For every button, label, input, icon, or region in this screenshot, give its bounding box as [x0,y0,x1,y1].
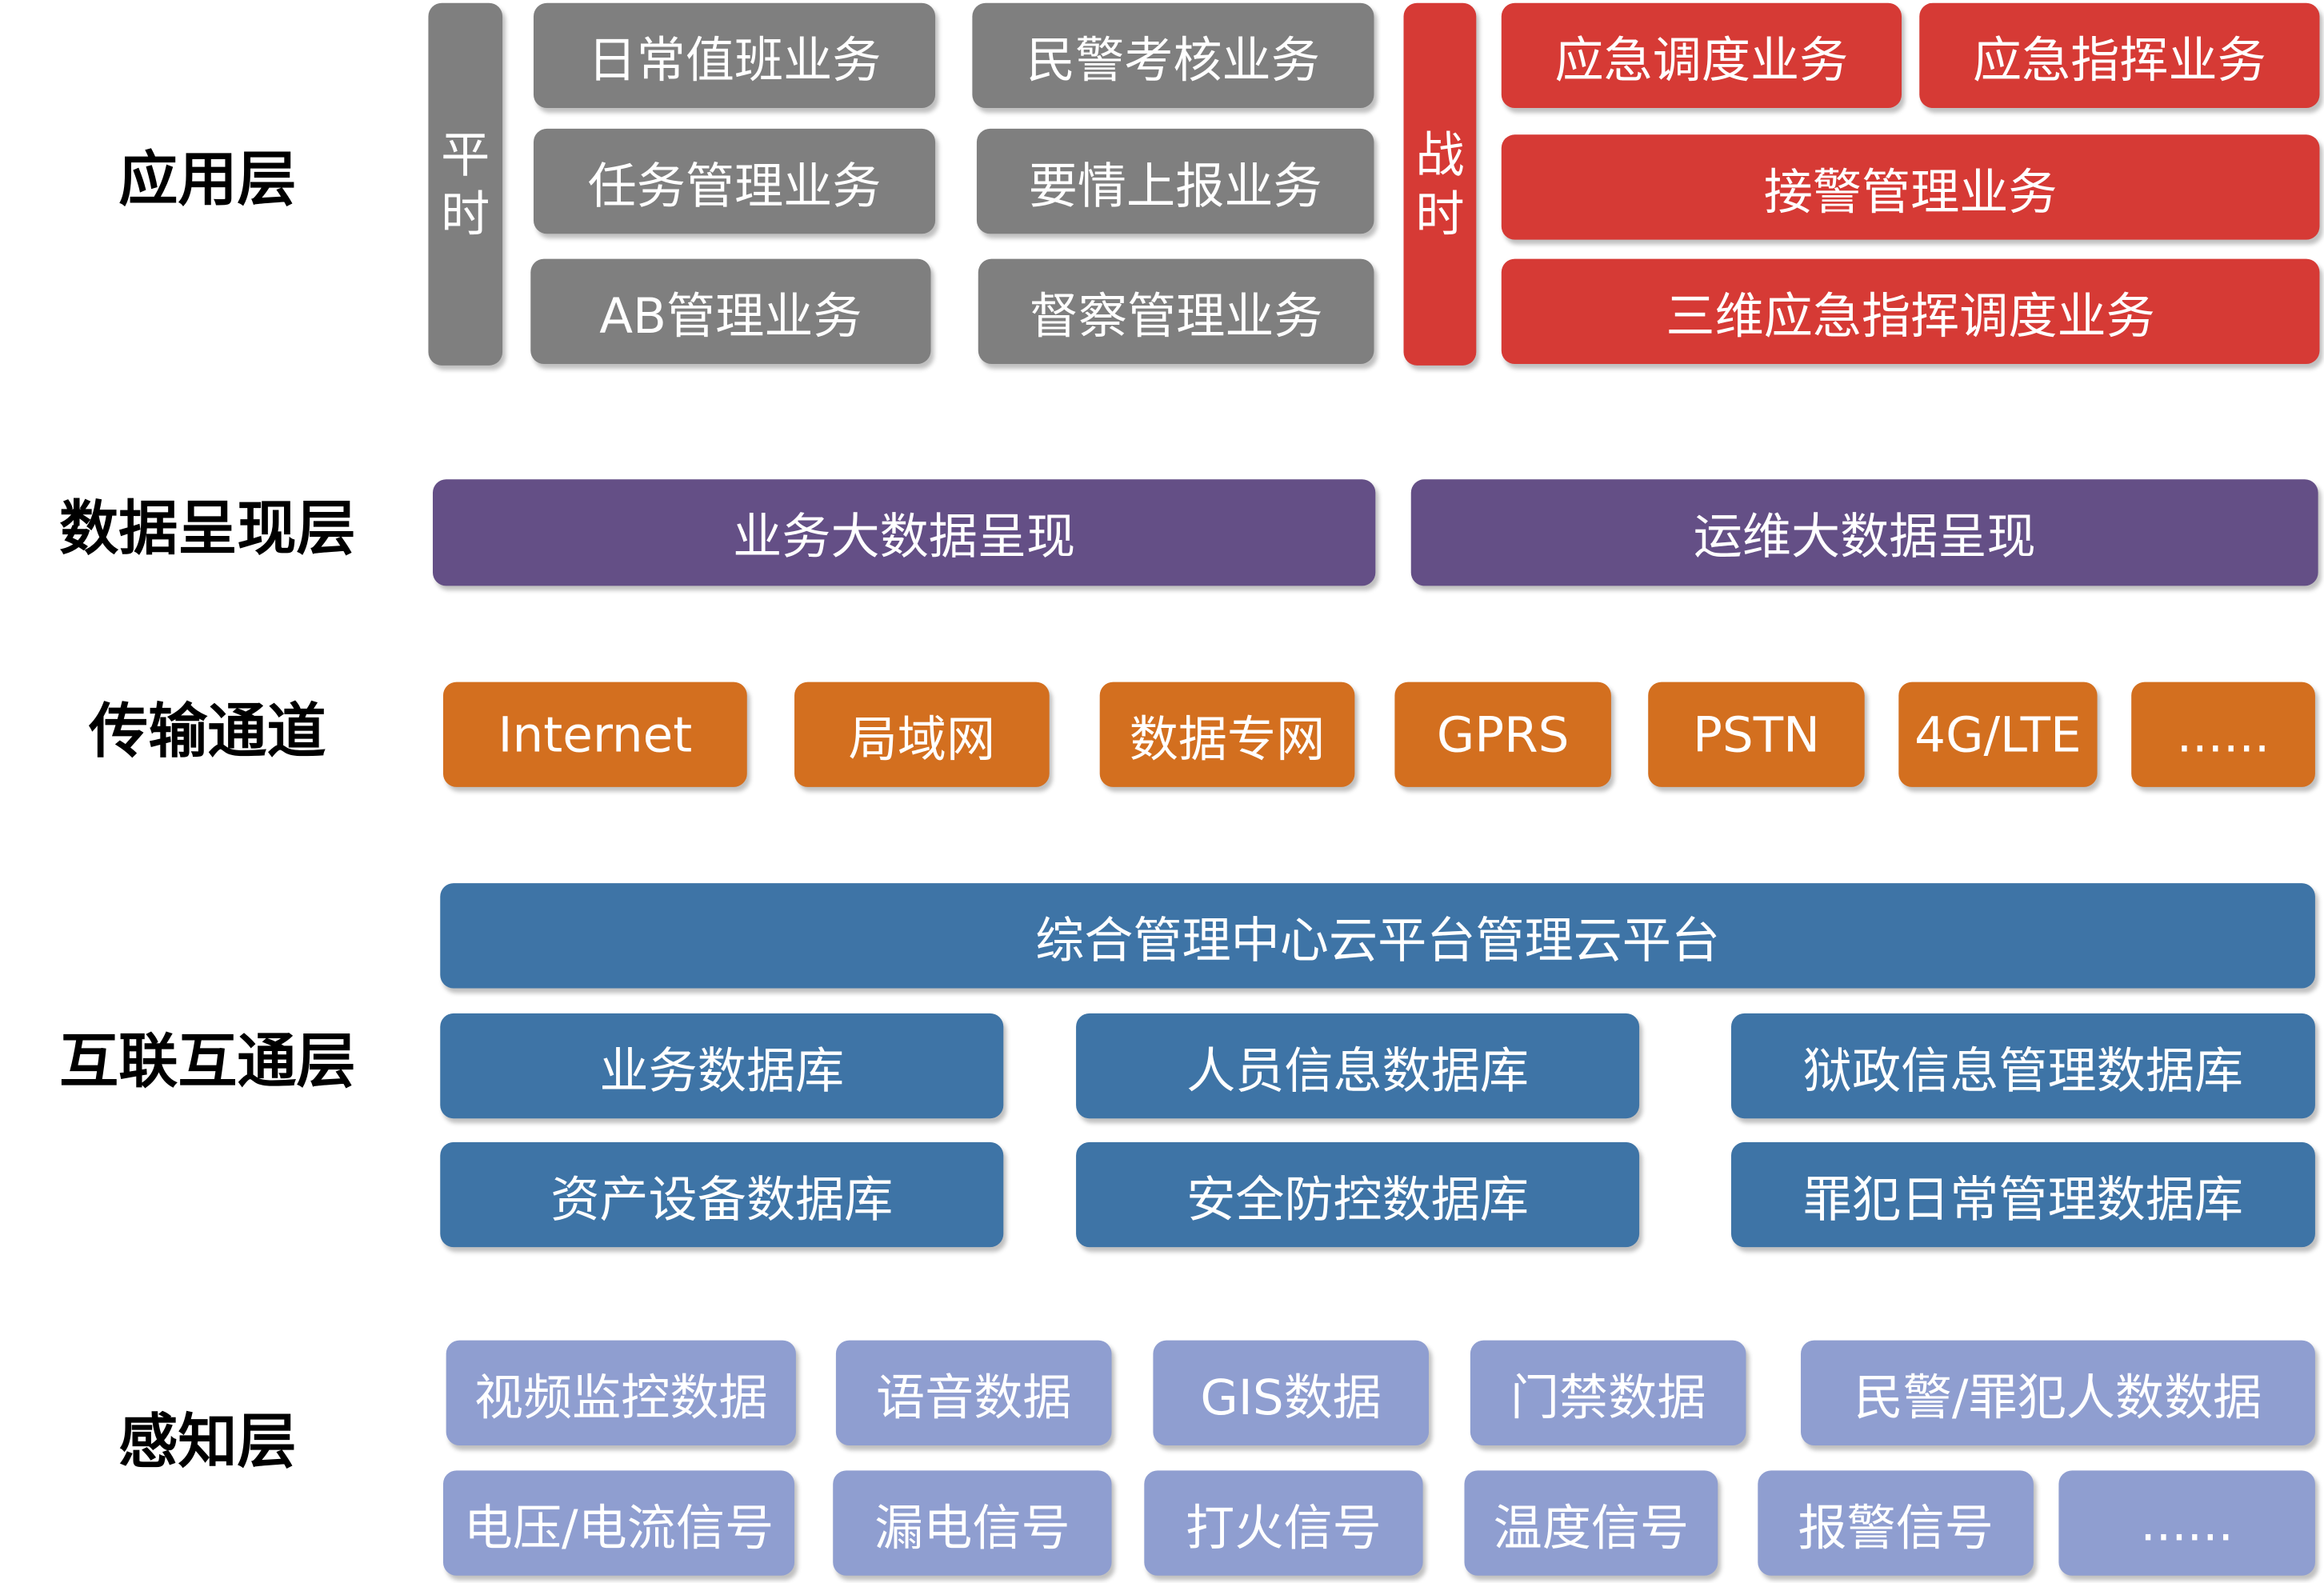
layer-label-presentation: 数据呈现层 [59,495,356,564]
peacetime-service: AB管理业务 [530,258,931,364]
perception-item: 漏电信号 [833,1470,1112,1576]
layer-label-application: 应用层 [118,146,297,215]
cloud-platform: 综合管理中心云平台管理云平台 [440,883,2315,989]
layer-label-interconnect: 互联互通层 [59,1028,356,1097]
database-item: 狱政信息管理数据库 [1730,1013,2315,1119]
wartime-service: 接警管理业务 [1501,134,2320,240]
perception-item: 温度信号 [1464,1470,1718,1576]
wartime-char: 时 [1415,184,1465,242]
peacetime-service: 督察管理业务 [978,258,1374,364]
transport-item: 4G/LTE [1898,682,2098,787]
peacetime-bar: 平 时 [428,2,503,366]
presentation-item: 业务大数据呈现 [432,479,1376,586]
database-item: 业务数据库 [440,1013,1004,1119]
peacetime-char: 时 [441,184,490,242]
perception-item: ...... [2058,1470,2315,1576]
perception-item: 打火信号 [1144,1470,1423,1576]
perception-item: 电压/电流信号 [442,1470,795,1576]
wartime-service: 三维应急指挥调度业务 [1501,258,2320,364]
perception-item: GIS数据 [1153,1340,1430,1445]
wartime-service: 应急调度业务 [1501,2,1902,109]
database-item: 人员信息数据库 [1076,1013,1640,1119]
transport-item: 数据专网 [1099,682,1355,787]
transport-item: PSTN [1648,682,1865,787]
database-item: 安全防控数据库 [1076,1141,1640,1248]
transport-item: Internet [442,682,747,787]
peacetime-service: 日常值班业务 [533,2,936,109]
perception-item: 视频监控数据 [446,1340,796,1445]
layer-label-perception: 感知层 [118,1408,297,1477]
presentation-item: 运维大数据呈现 [1410,479,2318,586]
transport-item: GPRS [1394,682,1611,787]
peacetime-char: 平 [441,125,490,183]
perception-item: 语音数据 [835,1340,1112,1445]
transport-item: 局域网 [794,682,1050,787]
database-item: 罪犯日常管理数据库 [1730,1141,2315,1248]
peacetime-service: 民警考核业务 [972,2,1374,109]
transport-item: ...... [2131,682,2315,787]
wartime-char: 战 [1415,125,1465,183]
perception-item: 报警信号 [1758,1470,2034,1576]
peacetime-service: 要情上报业务 [976,128,1374,234]
layer-label-transport: 传输通道 [89,698,326,767]
perception-item: 门禁数据 [1470,1340,1746,1445]
wartime-bar: 战 时 [1403,2,1477,366]
perception-item: 民警/罪犯人数数据 [1801,1340,2315,1445]
database-item: 资产设备数据库 [440,1141,1004,1248]
peacetime-service: 任务管理业务 [533,128,936,234]
wartime-service: 应急指挥业务 [1919,2,2320,109]
